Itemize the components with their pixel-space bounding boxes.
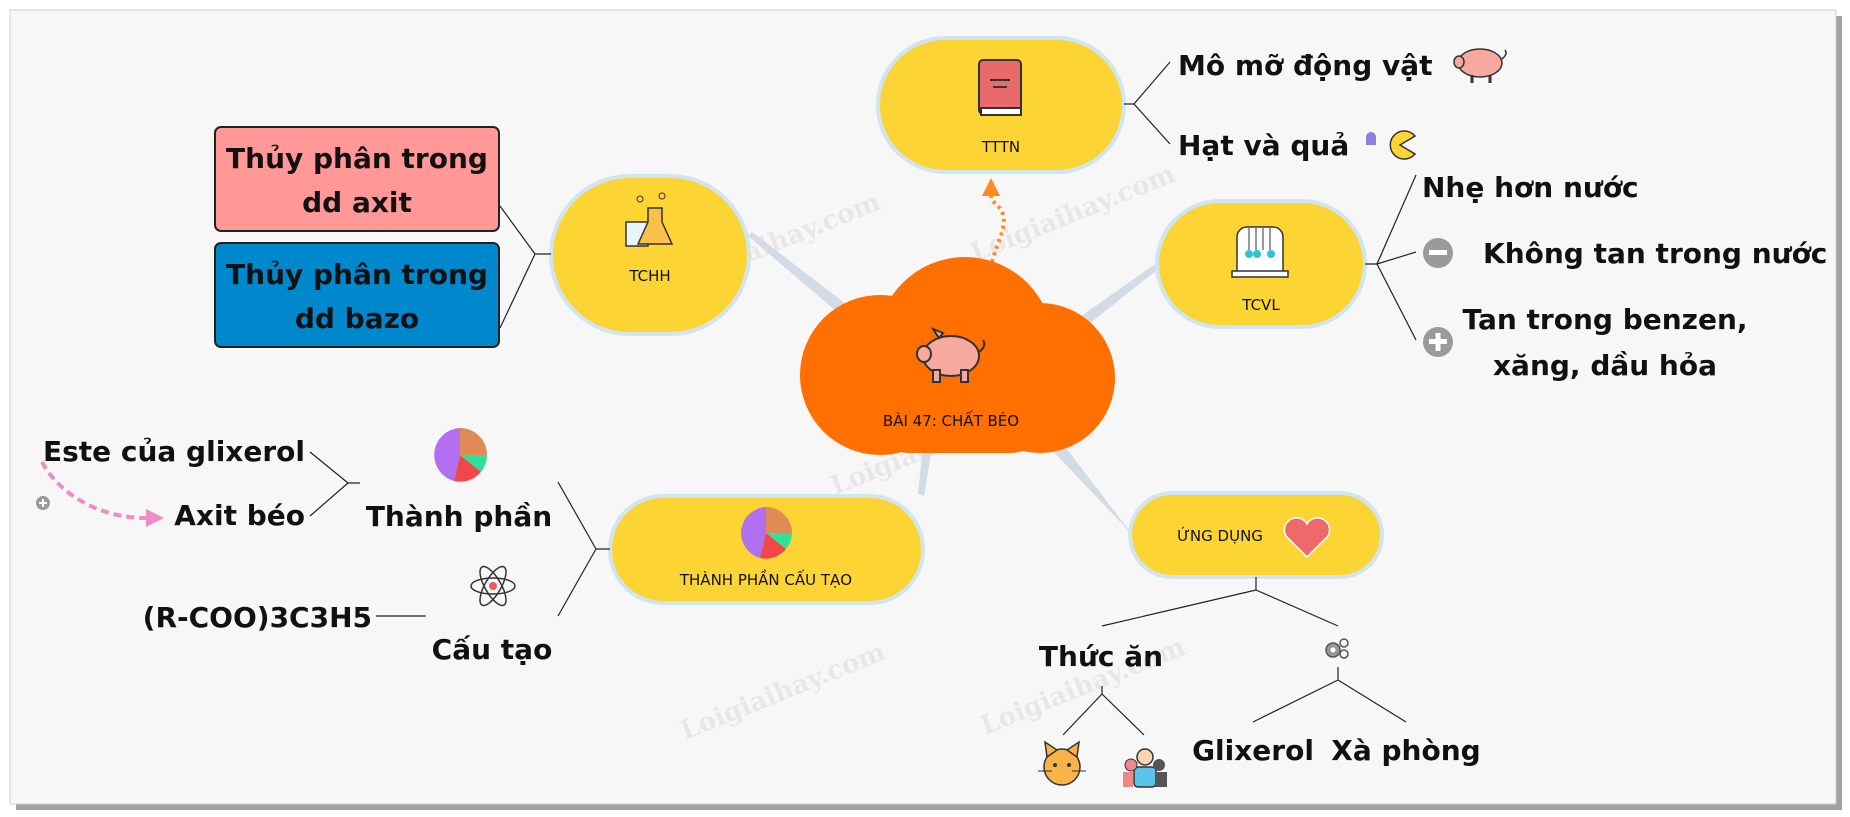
chemistry-flask-icon: [625, 192, 674, 247]
node-tttn-label: TTTN: [981, 138, 1020, 156]
pie-chart-icon: [434, 428, 488, 482]
central-topic[interactable]: BÀI 47: CHẤT BÉO: [800, 257, 1115, 455]
industry-bracket: [1252, 667, 1407, 723]
book-icon: [978, 59, 1022, 116]
tchh-child-acid-line-2: dd axit: [302, 186, 412, 219]
thanh-phan-label[interactable]: Thành phần: [366, 500, 552, 533]
thanh-phan-bracket: [309, 451, 360, 517]
thanh-phan-cau-tao-bracket: [557, 481, 610, 617]
tcvl-child-3-line-2[interactable]: xăng, dầu hỏa: [1493, 349, 1717, 382]
thuc-an-bracket: [1062, 686, 1145, 736]
atom-icon: [470, 565, 516, 607]
add-relation-icon[interactable]: [36, 496, 50, 510]
central-topic-title: BÀI 47: CHẤT BÉO: [883, 409, 1019, 430]
tchh-child-acid-line-1: Thủy phân trong: [226, 142, 488, 175]
tcvl-child-2[interactable]: Không tan trong nước: [1483, 237, 1827, 270]
minus-icon[interactable]: [1423, 238, 1453, 268]
tttn-bracket: [1124, 61, 1171, 145]
relation-arrow-tttn: [982, 178, 1006, 263]
pie-chart-icon: [741, 507, 792, 559]
tcvl-child-3-line-1[interactable]: Tan trong benzen,: [1462, 303, 1747, 336]
tchh-bracket: [499, 205, 551, 329]
tttn-child-1[interactable]: Mô mỡ động vật: [1178, 49, 1433, 82]
cat-icon: [1038, 740, 1086, 786]
newton-cradle-icon: [1231, 226, 1289, 278]
pacman-icon: [1366, 130, 1417, 160]
plus-icon[interactable]: [1423, 327, 1453, 357]
tchh-child-base-line-2: dd bazo: [295, 302, 419, 335]
tcvl-bracket: [1365, 174, 1417, 341]
cau-tao-label[interactable]: Cấu tạo: [432, 633, 553, 666]
tchh-child-base[interactable]: Thủy phân trong dd bazo: [214, 242, 500, 348]
tchh-child-acid[interactable]: Thủy phân trong dd axit: [214, 126, 500, 232]
node-tchh[interactable]: [549, 174, 751, 336]
tcvl-child-1[interactable]: Nhẹ hơn nước: [1422, 171, 1639, 204]
relation-arrow-dashed: [40, 461, 164, 527]
tttn-child-2[interactable]: Hạt và quả: [1178, 129, 1349, 162]
thanh-phan-child-1[interactable]: Este của glixerol: [43, 435, 305, 468]
pig-icon: [916, 326, 986, 383]
ung-dung-bracket: [1101, 577, 1339, 627]
gears-icon: [1325, 638, 1349, 659]
heart-icon: [1283, 517, 1331, 559]
thanh-phan-child-2[interactable]: Axit béo: [174, 499, 305, 532]
tchh-child-base-line-1: Thủy phân trong: [226, 258, 488, 291]
people-icon: [1123, 748, 1167, 788]
industry-child-xa-phong[interactable]: Xà phòng: [1331, 734, 1480, 767]
node-tcvl-label: TCVL: [1241, 296, 1280, 314]
industry-child-glixerol[interactable]: Glixerol: [1192, 734, 1314, 767]
node-thanh-phan-cau-tao-label: THÀNH PHẦN CẤU TẠO: [679, 568, 852, 589]
node-tchh-label: TCHH: [628, 267, 670, 285]
pig-icon: [1453, 48, 1507, 83]
connector-ung-dung: [1050, 440, 1131, 533]
node-ung-dung-label: ỨNG DỤNG: [1177, 526, 1263, 545]
cau-tao-child-formula[interactable]: (R-COO)3C3H5: [143, 601, 372, 634]
thuc-an-label[interactable]: Thức ăn: [1039, 640, 1163, 673]
